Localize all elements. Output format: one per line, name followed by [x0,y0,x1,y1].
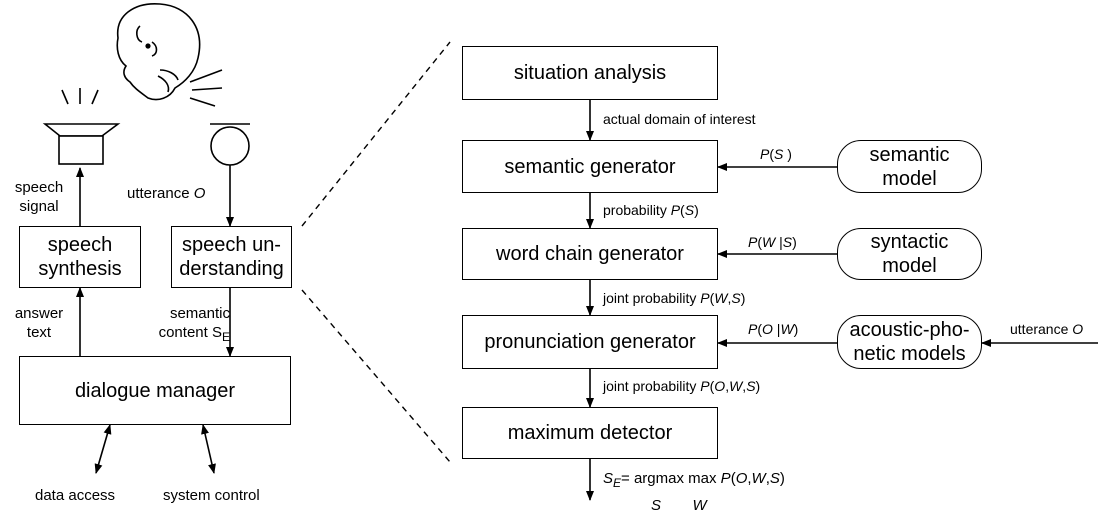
p-s-input-label: P(S ) [760,146,792,162]
p-ws-input-label: P(W |S) [748,234,797,250]
semantic-model-node: semantic model [837,140,982,193]
situation-analysis-box: situation analysis [462,46,718,100]
word-chain-generator-box: word chain generator [462,228,718,280]
microphone-icon [210,123,250,166]
speech-signal-label: speech signal [14,179,64,215]
domain-label: actual domain of interest [603,111,756,127]
utterance-label: utterance O [127,185,206,202]
pronunciation-generator-box: pronunciation generator [462,315,718,369]
semantic-content-label: semantic content SE [158,305,230,344]
p-ow-input-label: P(O |W) [748,321,799,337]
utterance-o-right-label: utterance O [1010,321,1084,337]
semantic-generator-box: semantic generator [462,140,718,193]
probability-ps-label: probability P(S) [603,202,699,218]
data-access-label: data access [35,487,116,504]
joint-ows-label: joint probability P(O,W,S) [603,378,761,394]
answer-text-label: answer text [14,305,64,341]
loudspeaker-icon [42,88,121,165]
speech-synthesis-box: speech synthesis [19,226,141,288]
syntactic-model-node: syntactic model [837,228,982,280]
maximum-detector-box: maximum detector [462,407,718,459]
voice-lines [189,69,223,107]
dialogue-manager-box: dialogue manager [19,356,291,425]
speech-understanding-box: speech un- derstanding [171,226,292,288]
system-control-label: system control [163,487,260,504]
acoustic-phonetic-models-node: acoustic-pho- netic models [837,315,982,369]
joint-ws-label: joint probability P(W,S) [603,290,746,306]
speaking-head-icon [116,3,201,101]
